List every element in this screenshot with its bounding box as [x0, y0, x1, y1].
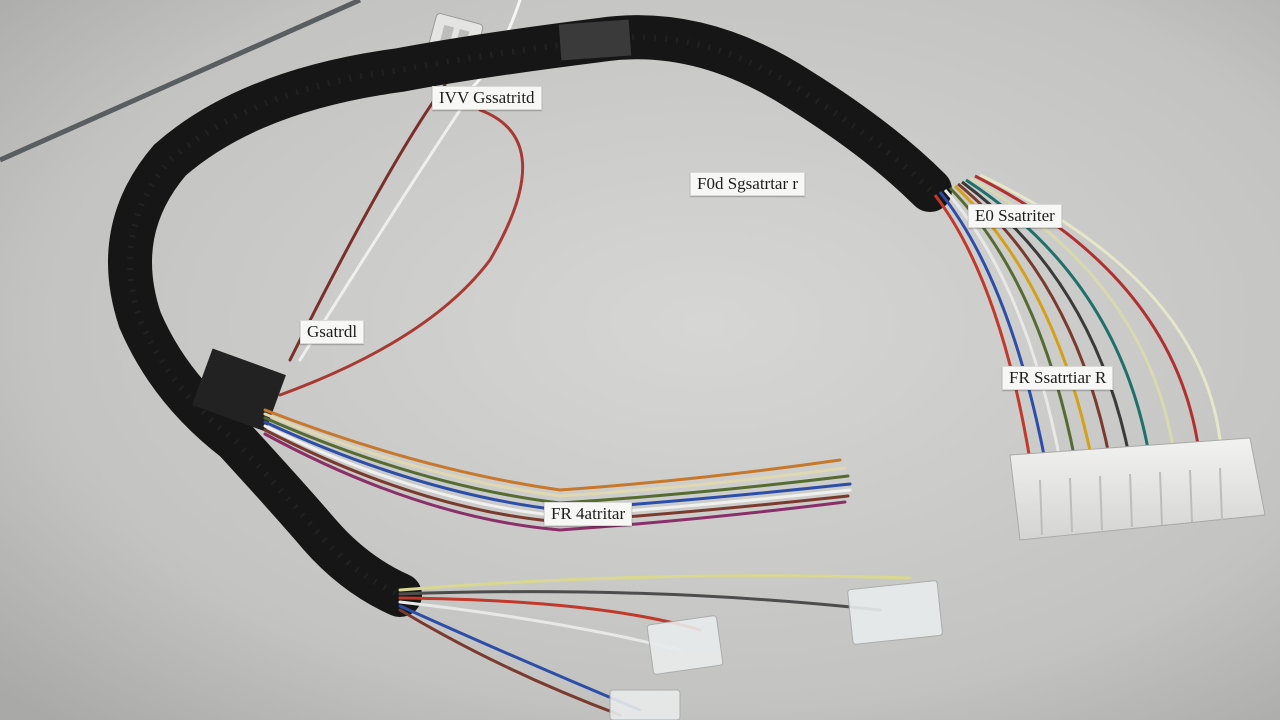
bottom-wire-bundle: [398, 574, 912, 717]
large-connector: [1009, 437, 1266, 541]
top-wires: [278, 0, 525, 397]
small-connector: [609, 580, 943, 720]
tape-band: [558, 19, 632, 61]
label-tag-bottom: FR 4atritar: [544, 502, 633, 526]
label-tag-left: Gsatrdl: [300, 320, 365, 344]
harness-sleeve: [108, 15, 952, 617]
tape-band: [192, 348, 286, 432]
label-tag-top: IVV Gssatritd: [432, 86, 542, 110]
label-tag-center: F0d Sgsatrtar r: [690, 172, 806, 196]
label-tag-right-upper: E0 Ssatriter: [968, 204, 1062, 228]
label-tag-right-lower: FR Ssatrtiar R: [1002, 366, 1114, 390]
metal-rod: [0, 0, 362, 163]
